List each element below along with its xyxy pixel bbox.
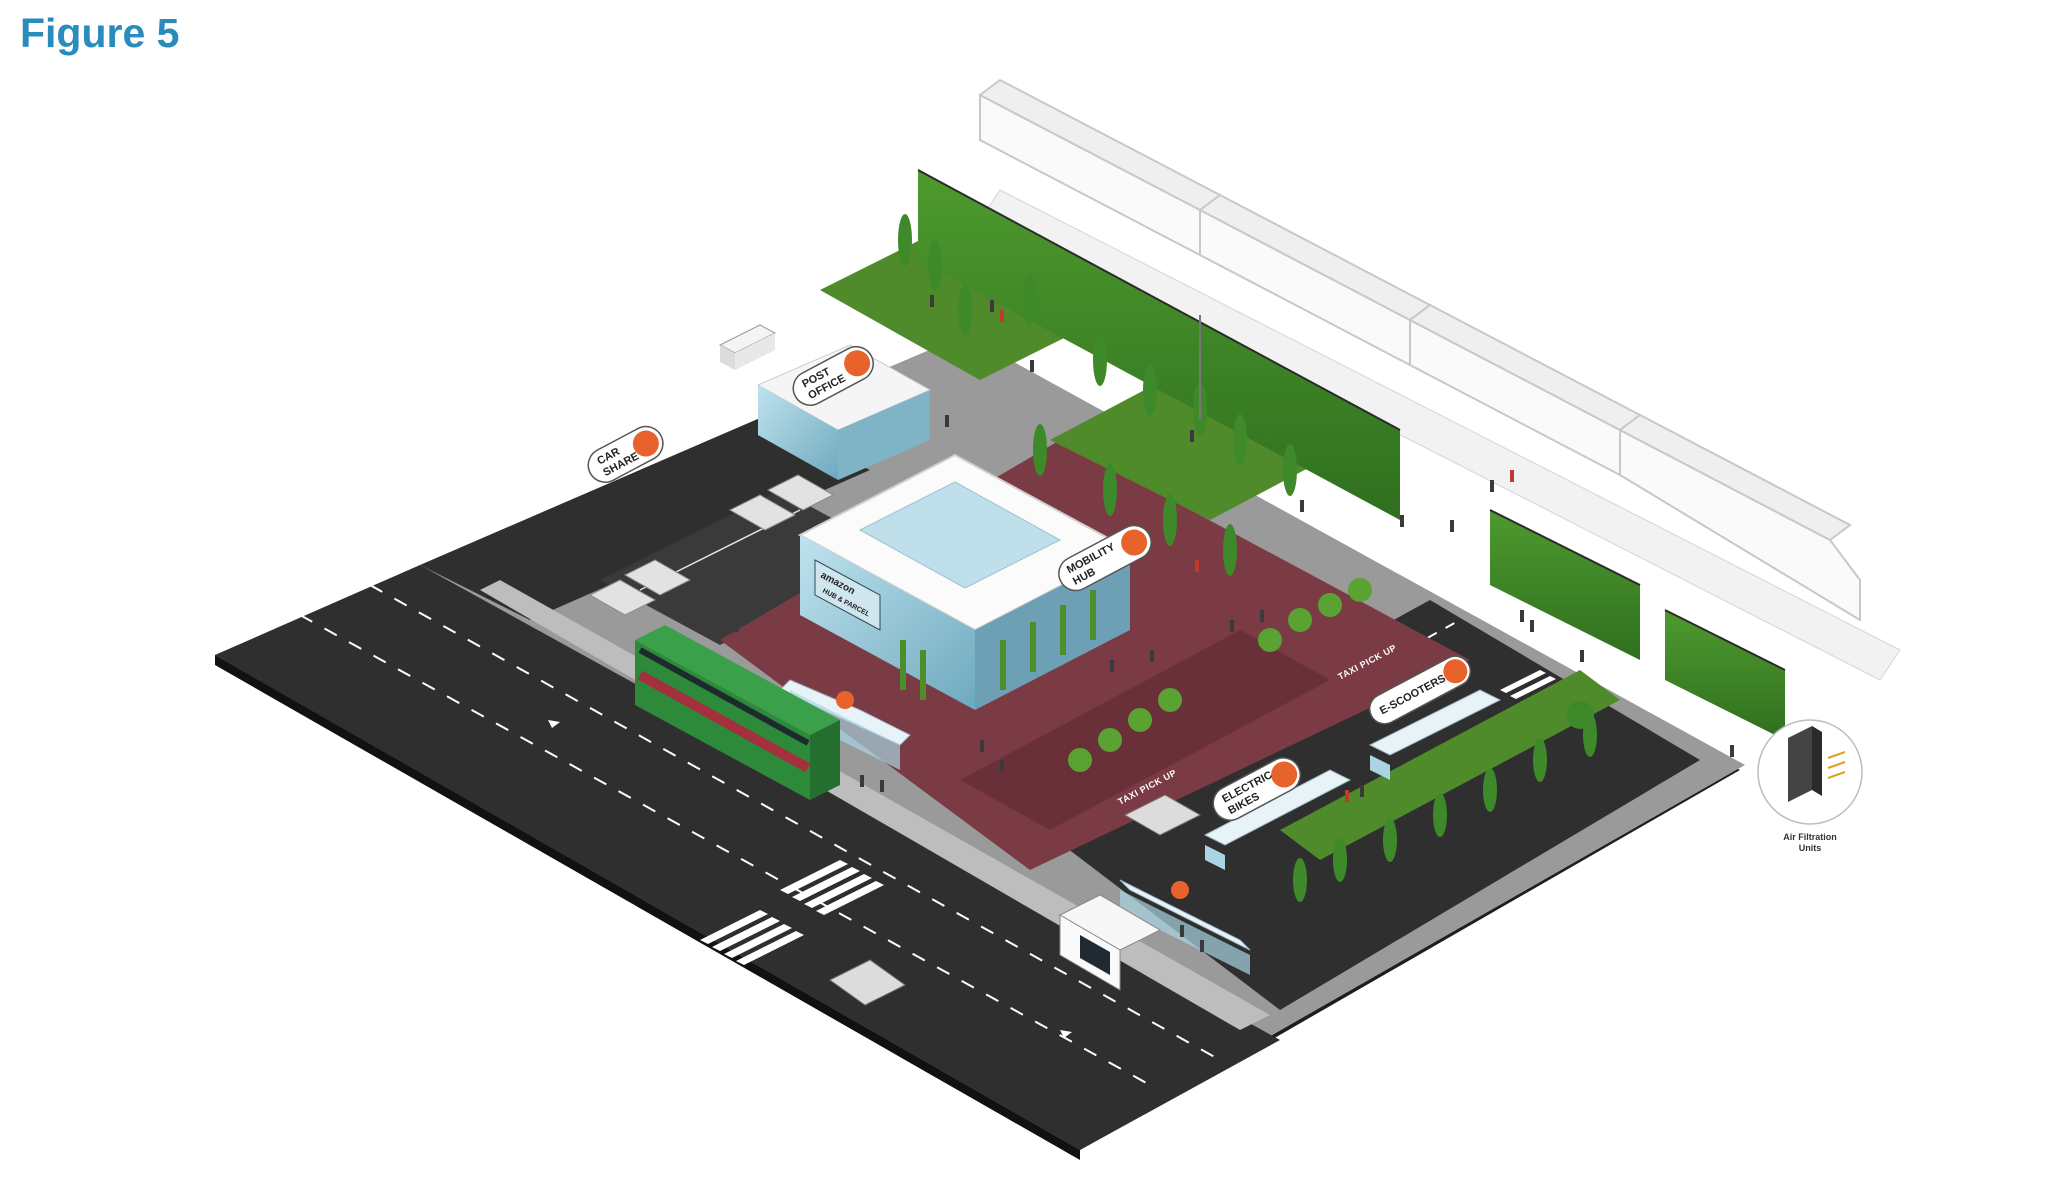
road-arrows xyxy=(548,720,1072,1038)
double-decker-bus xyxy=(635,625,840,800)
small-shelter-signs xyxy=(836,691,1189,899)
green-wall-short xyxy=(1664,609,1786,740)
taxi-car xyxy=(1123,794,1202,836)
train xyxy=(978,78,1861,622)
shuttle-shelter xyxy=(1119,879,1251,975)
crosswalk-1 xyxy=(700,910,804,965)
car-share-sign: CAR SHARE xyxy=(587,425,664,483)
road-car xyxy=(829,959,906,1006)
figure-title: Figure 5 xyxy=(20,10,180,56)
air-filtration-label-2: Units xyxy=(1799,843,1822,853)
green-wall-mid xyxy=(1489,509,1641,660)
pedestrians-red xyxy=(1000,310,1514,802)
green-wall-long xyxy=(917,169,1401,520)
air-filtration-callout: Air Filtration Units xyxy=(1757,719,1863,853)
building-facade-plants xyxy=(900,590,1096,700)
air-filtration-label-1: Air Filtration xyxy=(1783,832,1837,842)
e-scooters-sign: E-SCOOTERS xyxy=(1368,655,1472,725)
parked-cars xyxy=(588,474,835,616)
delivery-van xyxy=(718,324,777,370)
crosswalk-2 xyxy=(780,860,884,915)
plaza-trees xyxy=(1068,578,1372,772)
autonomous-shuttle xyxy=(1058,894,1162,991)
park-trees xyxy=(898,214,1297,576)
scooter-shelter xyxy=(1368,689,1502,780)
mobility-hub-sign: MOBILITY HUB xyxy=(1058,524,1152,592)
pedestrians xyxy=(735,295,1734,952)
strip-trees xyxy=(1293,701,1597,902)
